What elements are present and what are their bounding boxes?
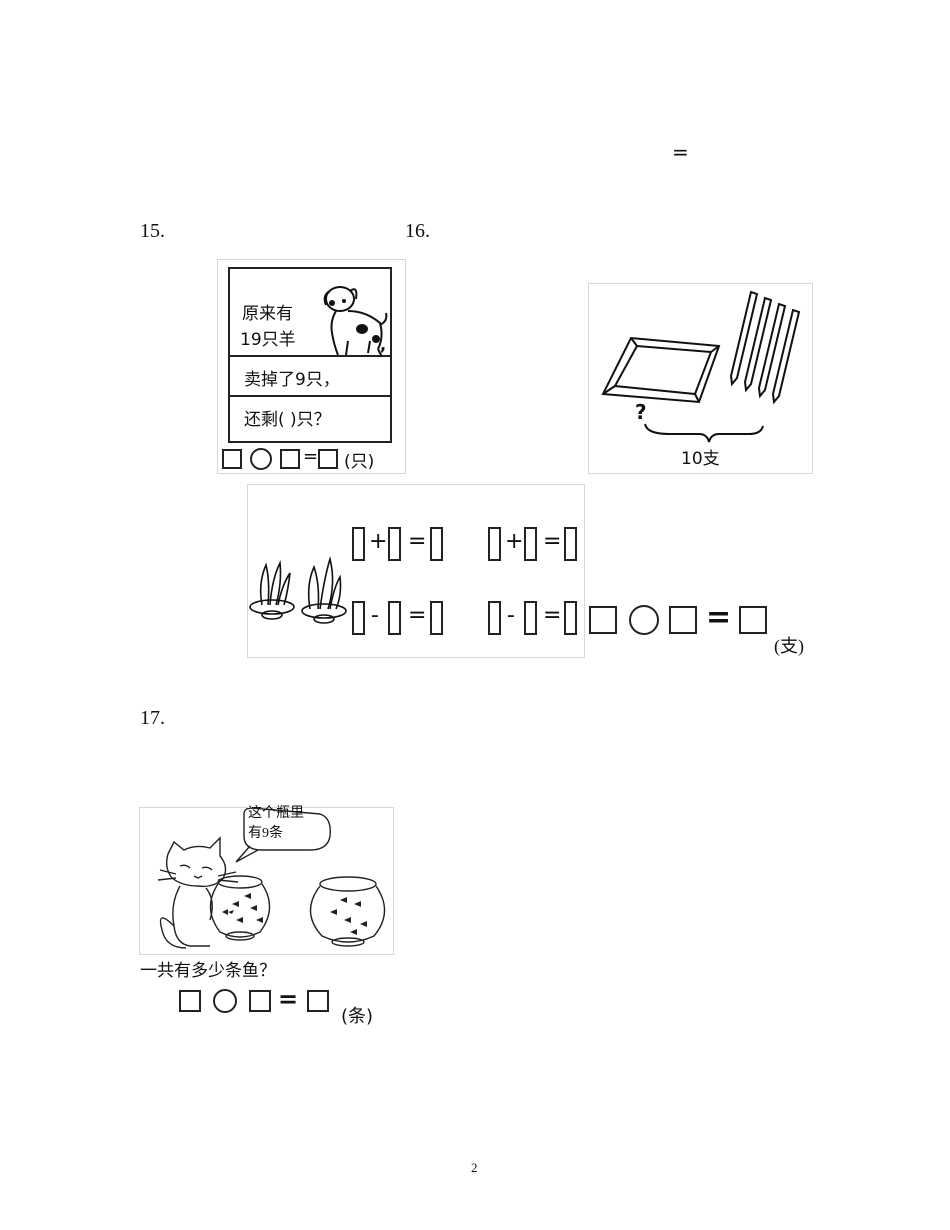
minus-sign-2: - xyxy=(507,603,515,628)
unit-label: (只) xyxy=(344,452,375,472)
sheep-problem-figure: 原来有 19只羊 , 卖掉了9只， 还剩( )只？ xyxy=(217,259,406,474)
q17-equation: = (条) xyxy=(179,985,409,1030)
equals-sign-1: = xyxy=(408,529,427,554)
problem-box: 原来有 19只羊 , 卖掉了9只， 还剩( )只？ xyxy=(228,267,392,443)
problem-line-2: 19只羊 xyxy=(240,330,296,350)
operator-circle[interactable] xyxy=(629,605,659,635)
radish-box-4[interactable] xyxy=(488,527,501,561)
cat-fishbowl-drawing xyxy=(157,808,386,949)
radish-box-3[interactable] xyxy=(430,527,443,561)
radish-box-2[interactable] xyxy=(388,527,401,561)
minus-sign-1: - xyxy=(371,603,379,628)
radish-box-5[interactable] xyxy=(524,527,537,561)
pencil-box-drawing xyxy=(601,290,801,443)
page-number: 2 xyxy=(471,1160,478,1175)
problem-line-3: 卖掉了9只， xyxy=(244,370,340,390)
answer-box-3[interactable] xyxy=(739,606,767,634)
radish-box-10[interactable] xyxy=(488,601,501,635)
operator-circle[interactable] xyxy=(250,448,272,470)
top-equals: = xyxy=(672,140,689,164)
equals-sign: = xyxy=(303,446,319,467)
problem-line-1: 原来有 xyxy=(242,304,293,324)
dog-icon xyxy=(323,286,388,358)
answer-box-2[interactable] xyxy=(249,990,271,1012)
equals-sign-3: = xyxy=(408,603,427,628)
equals-sign: = xyxy=(278,985,299,1013)
speech-bubble-line-1: 这个瓶里 xyxy=(248,806,304,821)
problem-comma: , xyxy=(380,335,387,354)
question-16-number: 16. xyxy=(405,220,430,242)
radish-box-12[interactable] xyxy=(564,601,577,635)
plus-sign-1: + xyxy=(369,529,388,554)
question-17-number: 17. xyxy=(140,707,165,729)
equals-sign-2: = xyxy=(543,529,562,554)
answer-box-2[interactable] xyxy=(280,449,300,469)
answer-box-1[interactable] xyxy=(589,606,617,634)
cat-fishbowl-figure: 这个瓶里 有9条 xyxy=(139,806,394,955)
radish-box-7[interactable] xyxy=(352,601,365,635)
unit-label: (支) xyxy=(774,636,804,656)
answer-box-1[interactable] xyxy=(179,990,201,1012)
problem-line-4: 还剩( )只？ xyxy=(244,410,331,430)
operator-circle[interactable] xyxy=(213,989,237,1013)
radish-icon xyxy=(249,555,347,624)
question-15-number: 15. xyxy=(140,220,165,242)
speech-bubble-line-2: 有9条 xyxy=(248,826,283,841)
radish-equation-figure: + = + = - = - = xyxy=(247,484,585,658)
question-mark: ? xyxy=(635,400,647,424)
plus-sign-2: + xyxy=(505,529,524,554)
q16-equation: = (支) xyxy=(589,600,814,656)
answer-box-3[interactable] xyxy=(318,449,338,469)
pencil-box-figure: ? 10支 xyxy=(588,283,813,474)
equals-sign-4: = xyxy=(543,603,562,628)
answer-box-2[interactable] xyxy=(669,606,697,634)
q17-question: 一共有多少条鱼？ xyxy=(140,961,276,981)
divider-1 xyxy=(230,355,390,357)
total-label: 10支 xyxy=(681,449,720,469)
answer-box-3[interactable] xyxy=(307,990,329,1012)
radish-box-11[interactable] xyxy=(524,601,537,635)
radish-box-8[interactable] xyxy=(388,601,401,635)
radish-box-1[interactable] xyxy=(352,527,365,561)
divider-2 xyxy=(230,395,390,397)
radish-box-6[interactable] xyxy=(564,527,577,561)
unit-label: (条) xyxy=(341,1006,374,1027)
answer-box-1[interactable] xyxy=(222,449,242,469)
q15-equation: = (只) xyxy=(222,446,407,472)
radish-box-9[interactable] xyxy=(430,601,443,635)
equals-sign: = xyxy=(706,600,732,635)
